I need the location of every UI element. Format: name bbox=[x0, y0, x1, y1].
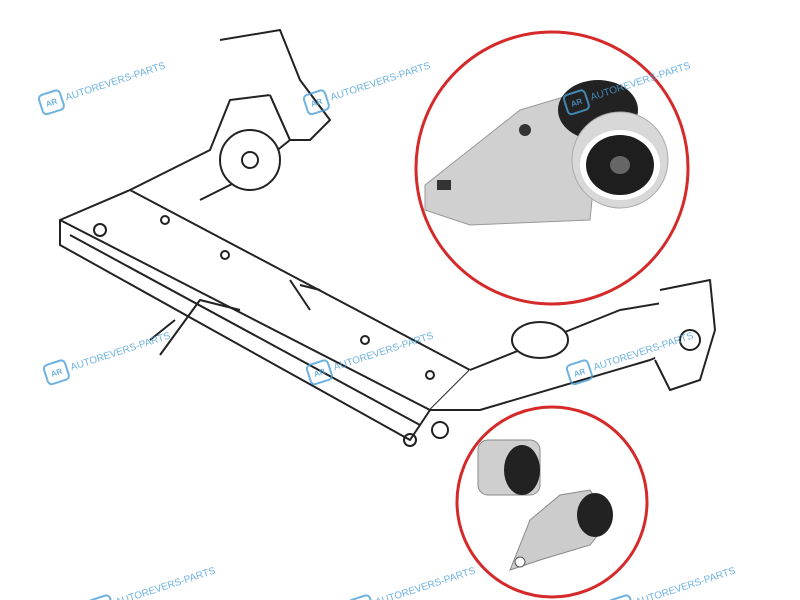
bushing-set-closeup bbox=[455, 405, 649, 599]
rear-axle-drawing bbox=[59, 29, 716, 447]
mount-closeup-large bbox=[414, 30, 690, 306]
